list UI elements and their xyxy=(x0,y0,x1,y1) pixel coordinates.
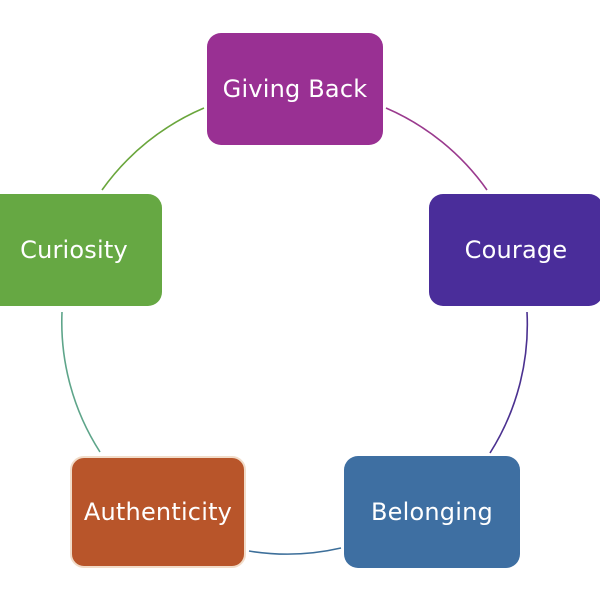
connector-belonging-to-authenticity xyxy=(248,547,342,555)
node-belonging: Belonging xyxy=(344,456,520,568)
node-curiosity: Curiosity xyxy=(0,194,162,306)
connector-curiosity-to-giving-back xyxy=(101,107,205,191)
node-curiosity-label: Curiosity xyxy=(20,236,128,264)
node-authenticity-label: Authenticity xyxy=(83,498,233,526)
connector-authenticity-to-curiosity xyxy=(60,311,101,453)
connector-courage-to-belonging xyxy=(489,311,529,454)
node-courage: Courage xyxy=(429,194,600,306)
node-authenticity: Authenticity xyxy=(70,456,246,568)
connector-giving-back-to-courage xyxy=(385,107,488,191)
node-belonging-label: Belonging xyxy=(371,498,493,526)
node-courage-label: Courage xyxy=(464,236,568,264)
node-giving-back-label: Giving Back xyxy=(222,75,368,103)
node-giving-back: Giving Back xyxy=(207,33,383,145)
